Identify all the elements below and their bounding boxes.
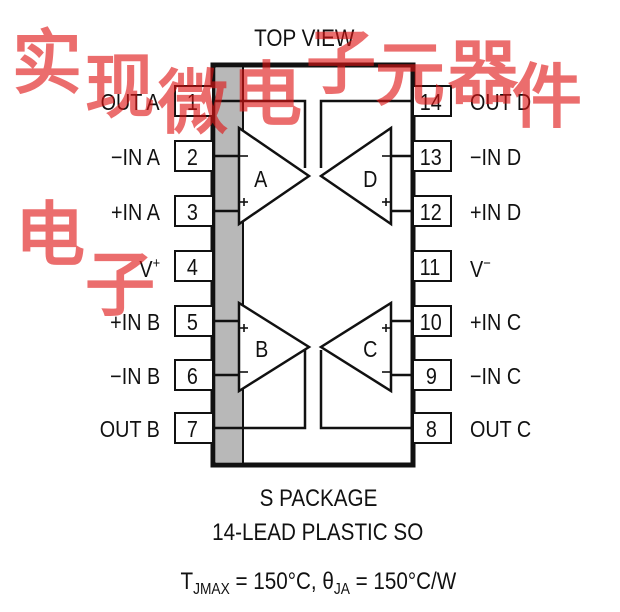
pin-box-13: [412, 140, 452, 172]
polarity-marks: [240, 155, 390, 373]
pin-number: 8: [425, 416, 437, 442]
pin-label-in-b-neg: −IN B: [109, 363, 160, 389]
pin-label-in-d-neg: −IN D: [470, 144, 522, 170]
wire-out-c: [319, 350, 413, 430]
pin-number: 3: [186, 199, 198, 225]
package-description: 14-LEAD PLASTIC SO: [212, 519, 424, 546]
thermal-spec: TJMAX = 150°C, θJA = 150°C/W: [180, 568, 456, 598]
wire-out-d: [319, 99, 413, 168]
amplifier-b-symbol: [237, 300, 312, 394]
pin-number: 10: [419, 309, 442, 335]
pin-number: 9: [425, 363, 437, 389]
amplifier-symbols: [237, 125, 393, 394]
pin-label-out-c: OUT C: [470, 416, 532, 442]
pin-box-9: [412, 359, 452, 391]
pin-box-11: [412, 250, 452, 282]
pin-label-out-b: OUT B: [99, 416, 160, 442]
pin-label-out-a: OUT A: [100, 89, 160, 115]
amplifier-c-symbol: [318, 300, 393, 394]
pin-label-out-d: OUT D: [470, 89, 532, 115]
pin-box-8: [412, 412, 452, 444]
pin-label-vminus: V−: [470, 255, 491, 282]
diagram-title: TOP VIEW: [253, 25, 355, 52]
wire-out-a: [213, 99, 307, 168]
pin-number: 2: [186, 144, 198, 170]
pin-number: 13: [419, 144, 442, 170]
amplifier-label-b: B: [255, 336, 269, 362]
pin-number: 11: [419, 254, 441, 280]
pin-box-4: [174, 250, 214, 282]
amplifier-label-d: D: [363, 166, 378, 192]
pin-box-10: [412, 305, 452, 337]
amplifier-label-c: C: [363, 336, 378, 362]
pin-number: 6: [186, 363, 198, 389]
wire-out-b: [213, 350, 307, 430]
pin-label-vplus: V+: [139, 256, 160, 281]
pin-label-in-b-pos: +IN B: [109, 309, 160, 335]
amplifier-d-symbol: [318, 125, 393, 227]
pin-label-in-c-pos: +IN C: [470, 309, 522, 335]
pin-box-3: [174, 195, 214, 227]
pin-label-vplus-text: V+: [139, 255, 160, 282]
pin-box-2: [174, 140, 214, 172]
pin-number: 4: [186, 254, 198, 280]
pin-label-in-c-neg: −IN C: [470, 363, 522, 389]
pin-number: 5: [186, 309, 198, 335]
pin-number: 14: [419, 89, 442, 115]
pin-box-14: [412, 85, 452, 117]
internal-wiring: [213, 99, 413, 430]
pin-box-1: [174, 85, 214, 117]
pin-number: 7: [186, 416, 198, 442]
amplifier-a-symbol: [237, 125, 312, 227]
package-name: S PACKAGE: [259, 485, 377, 512]
pin-box-5: [174, 305, 214, 337]
pin-label-in-a-neg: −IN A: [111, 144, 160, 170]
pin-number: 1: [186, 89, 198, 115]
amplifier-label-a: A: [254, 166, 268, 192]
pin-number: 12: [419, 199, 442, 225]
pin-label-in-a-pos: +IN A: [111, 199, 160, 225]
pin-label-in-d-pos: +IN D: [470, 199, 522, 225]
